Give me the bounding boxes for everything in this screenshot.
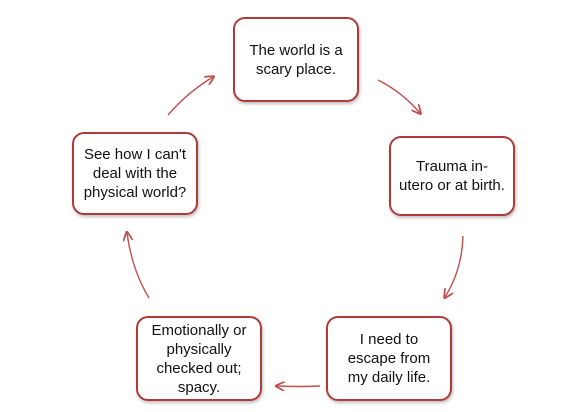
node-label: See how I can't deal with the physical w…: [83, 146, 187, 201]
arrow-right-to-bottom-right: [445, 235, 464, 297]
node-cant-deal-with-physical-world: See how I can't deal with the physical w…: [72, 132, 198, 215]
arrow-top-to-right: [377, 79, 420, 113]
node-need-to-escape: I need to escape from my daily life.: [326, 316, 452, 401]
arrow-bottom-left-to-left: [127, 233, 150, 299]
arrow-left-to-top: [167, 77, 213, 116]
node-label: Trauma in-utero or at birth.: [399, 158, 505, 194]
node-label: I need to escape from my daily life.: [347, 331, 431, 386]
node-checked-out: Emotionally or physically checked out; s…: [136, 316, 262, 401]
node-the-world-is-scary: The world is a scary place.: [233, 17, 359, 102]
node-label: Emotionally or physically checked out; s…: [151, 321, 247, 396]
node-label: The world is a scary place.: [249, 41, 343, 78]
node-trauma-in-utero: Trauma in-utero or at birth.: [389, 136, 515, 216]
arrow-bottom-right-to-bottom-left: [277, 386, 321, 387]
